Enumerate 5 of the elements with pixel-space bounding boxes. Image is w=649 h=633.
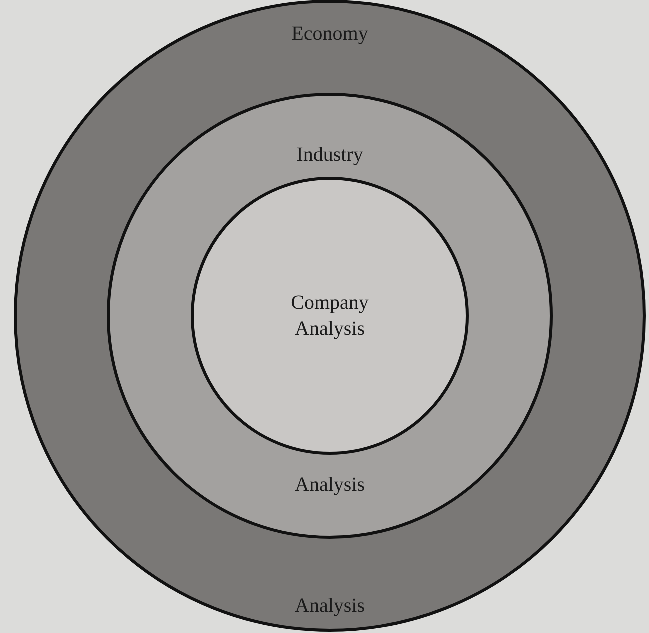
circle-label: Analysis [295, 594, 365, 619]
circle-label: Economy [292, 22, 368, 47]
circle-label: Industry [296, 143, 364, 168]
circle-label: Company Analysis [290, 291, 370, 342]
circle-label: Analysis [295, 473, 365, 498]
